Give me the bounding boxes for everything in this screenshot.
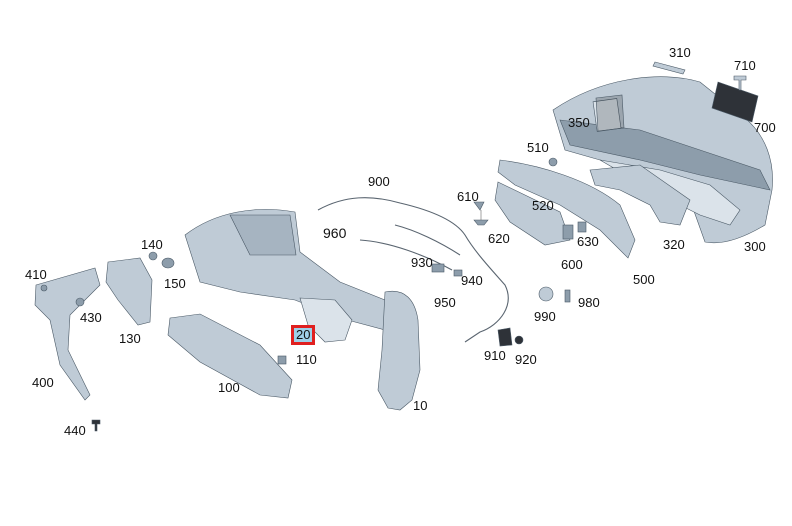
label-610[interactable]: 610 bbox=[457, 189, 479, 204]
part-20-bracket[interactable] bbox=[299, 297, 353, 343]
part-500-trim[interactable] bbox=[497, 159, 636, 259]
label-20[interactable]: 20 bbox=[290, 325, 316, 345]
label-620[interactable]: 620 bbox=[488, 231, 510, 246]
label-310[interactable]: 310 bbox=[669, 45, 691, 60]
part-520-bracket[interactable] bbox=[494, 181, 571, 246]
label-710[interactable]: 710 bbox=[734, 58, 756, 73]
part-150-grommet[interactable] bbox=[161, 257, 175, 269]
part-130-bracket[interactable] bbox=[105, 257, 153, 326]
label-950[interactable]: 950 bbox=[434, 295, 456, 310]
part-510-clip[interactable] bbox=[548, 157, 558, 167]
part-350-panel[interactable] bbox=[595, 94, 625, 132]
label-930[interactable]: 930 bbox=[411, 255, 433, 270]
part-620-pin[interactable] bbox=[473, 210, 489, 226]
label-630[interactable]: 630 bbox=[577, 234, 599, 249]
label-130[interactable]: 130 bbox=[119, 331, 141, 346]
label-440[interactable]: 440 bbox=[64, 423, 86, 438]
part-440-screw[interactable] bbox=[91, 419, 101, 432]
label-140[interactable]: 140 bbox=[141, 237, 163, 252]
label-10[interactable]: 10 bbox=[413, 398, 428, 413]
label-960[interactable]: 960 bbox=[323, 225, 347, 241]
label-700[interactable]: 700 bbox=[754, 120, 776, 135]
label-350[interactable]: 350 bbox=[568, 115, 590, 130]
part-630-clip[interactable] bbox=[577, 221, 587, 233]
part-910-sensor[interactable] bbox=[497, 327, 513, 347]
label-520[interactable]: 520 bbox=[532, 198, 554, 213]
label-500[interactable]: 500 bbox=[633, 272, 655, 287]
part-310-strip[interactable] bbox=[652, 61, 686, 75]
label-320[interactable]: 320 bbox=[663, 237, 685, 252]
label-990[interactable]: 990 bbox=[534, 309, 556, 324]
label-900[interactable]: 900 bbox=[368, 174, 390, 189]
label-110[interactable]: 110 bbox=[296, 352, 317, 367]
part-110-clip[interactable] bbox=[277, 355, 287, 365]
label-300[interactable]: 300 bbox=[744, 239, 766, 254]
part-700-grille[interactable] bbox=[711, 81, 759, 123]
part-980-clip[interactable] bbox=[564, 289, 571, 303]
part-710-bolt[interactable] bbox=[733, 75, 747, 91]
part-140-grommet[interactable] bbox=[148, 251, 158, 261]
label-940[interactable]: 940 bbox=[461, 273, 483, 288]
part-930-connector[interactable] bbox=[431, 263, 445, 273]
part-940-connector[interactable] bbox=[453, 269, 463, 277]
part-600-sensor[interactable] bbox=[562, 224, 574, 240]
part-320-bracket[interactable] bbox=[589, 164, 691, 226]
label-150[interactable]: 150 bbox=[164, 276, 186, 291]
label-410[interactable]: 410 bbox=[25, 267, 47, 282]
label-510[interactable]: 510 bbox=[527, 140, 549, 155]
label-430[interactable]: 430 bbox=[80, 310, 102, 325]
label-980[interactable]: 980 bbox=[578, 295, 600, 310]
label-920[interactable]: 920 bbox=[515, 352, 537, 367]
part-410-clip[interactable] bbox=[40, 284, 48, 292]
part-430-clip[interactable] bbox=[75, 297, 85, 307]
part-10-bumper[interactable] bbox=[184, 209, 421, 411]
label-100[interactable]: 100 bbox=[218, 380, 240, 395]
label-400[interactable]: 400 bbox=[32, 375, 54, 390]
label-910[interactable]: 910 bbox=[484, 348, 506, 363]
part-990-sensor-housing[interactable] bbox=[538, 286, 554, 302]
label-600[interactable]: 600 bbox=[561, 257, 583, 272]
part-100-beam[interactable] bbox=[167, 313, 293, 399]
part-920-ring[interactable] bbox=[514, 335, 524, 345]
part-610-pin[interactable] bbox=[473, 201, 485, 211]
